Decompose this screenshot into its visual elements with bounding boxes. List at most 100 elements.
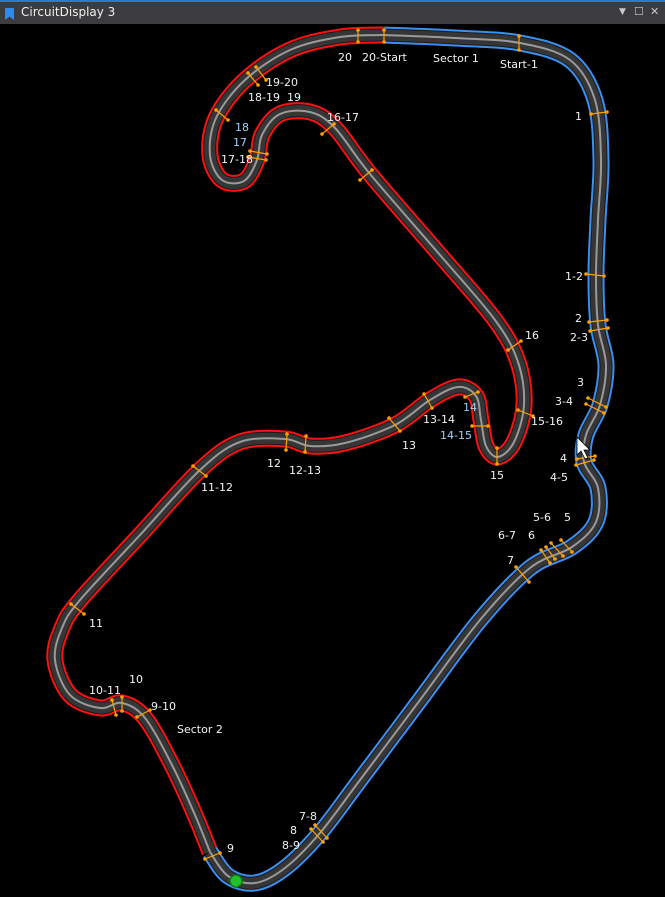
sector-marker (545, 546, 556, 560)
corner-label: 10-11 (89, 684, 121, 697)
sector-marker-end (313, 823, 317, 827)
sector-marker-end (486, 424, 490, 428)
sector-marker (585, 273, 605, 277)
sector-marker-end (574, 463, 578, 467)
sector-marker-end (332, 122, 336, 126)
sector-marker (310, 828, 324, 843)
corner-label: 12-13 (289, 464, 321, 477)
sector-marker (540, 549, 551, 564)
corner-label: 10 (129, 673, 143, 686)
sector-marker-end (309, 827, 313, 831)
sector-marker (589, 327, 609, 332)
sector-marker-end (204, 474, 208, 478)
sector-marker-end (358, 178, 362, 182)
sector-marker (517, 409, 534, 417)
corner-label: 15-16 (531, 415, 563, 428)
sector-marker (215, 109, 229, 121)
sector-marker-end (605, 318, 609, 322)
track-centerline (209, 34, 608, 885)
corner-label: 17 (233, 136, 247, 149)
sector-marker (587, 397, 607, 408)
sector-marker (560, 539, 573, 553)
sector-marker-end (548, 561, 552, 565)
sector-marker-end (203, 857, 207, 861)
corner-label: 13 (402, 439, 416, 452)
corner-label: 2-3 (570, 331, 588, 344)
maximize-icon[interactable]: ☐ (634, 5, 644, 18)
sector-marker-end (110, 698, 114, 702)
sector-marker-end (246, 71, 250, 75)
sector-marker-end (325, 836, 329, 840)
sector-marker-end (575, 457, 579, 461)
sector-marker-end (586, 396, 590, 400)
corner-label: 13-14 (423, 413, 455, 426)
sector-marker-end (248, 149, 252, 153)
sector-marker-end (303, 450, 307, 454)
corner-label: 4-5 (550, 471, 568, 484)
sector-marker-end (539, 548, 543, 552)
sector-marker-end (304, 434, 308, 438)
sector-marker (249, 150, 268, 155)
sector-marker (247, 156, 267, 161)
sector-marker (359, 169, 373, 181)
circuit-map: Sector 1 Sector 2 20 20-Start Start-1 1 … (46, 26, 615, 892)
corner-label: 17-18 (221, 153, 253, 166)
sector-marker-end (553, 557, 557, 561)
sector-marker-end (356, 40, 360, 44)
sector-marker (255, 66, 267, 81)
sector-marker-end (570, 550, 574, 554)
corner-label: 6-7 (498, 529, 516, 542)
sector-marker-end (430, 406, 434, 410)
sector-marker (321, 123, 335, 135)
sector-marker-end (226, 118, 230, 122)
corner-label: 5-6 (533, 511, 551, 524)
corner-label: 11-12 (201, 481, 233, 494)
sector-marker-end (463, 395, 467, 399)
sector-marker (575, 459, 595, 466)
sector-marker-end (606, 326, 610, 330)
sector-marker-end (517, 48, 521, 52)
sector-marker-end (265, 152, 269, 156)
window-titlebar: CircuitDisplay 3 ▼ ☐ ✕ (0, 0, 665, 24)
bookmark-icon (5, 8, 14, 20)
sector-marker-end (514, 565, 518, 569)
corner-label: 18-19 (248, 91, 280, 104)
sector-marker (192, 465, 207, 477)
corner-label: 1-2 (565, 270, 583, 283)
sector-marker-end (256, 83, 260, 87)
sector-marker-end (214, 108, 218, 112)
sector-label: Sector 1 (433, 52, 479, 65)
sector-marker-end (589, 112, 593, 116)
sector-marker-end (398, 429, 402, 433)
sector-marker-end (422, 392, 426, 396)
sector-marker-end (516, 408, 520, 412)
chevron-down-icon[interactable]: ▼ (619, 7, 626, 17)
sector-marker-end (588, 329, 592, 333)
sector-marker-end (285, 432, 289, 436)
corner-label: 19 (287, 91, 301, 104)
sector-marker (585, 403, 605, 414)
corner-label: 3-4 (555, 395, 573, 408)
sector-marker (515, 566, 530, 583)
close-icon[interactable]: ✕ (650, 5, 660, 18)
sector-marker-end (470, 424, 474, 428)
corner-label: 8-9 (282, 839, 300, 852)
sector-marker-end (517, 34, 521, 38)
sector-marker (247, 72, 259, 86)
corner-label: 14 (463, 401, 477, 414)
sector-marker-end (218, 851, 222, 855)
sector-marker-end (476, 390, 480, 394)
sector-marker-end (605, 110, 609, 114)
sector-marker (507, 340, 522, 351)
corner-label: 20 (338, 51, 352, 64)
sector-marker (204, 852, 221, 860)
car-position-dot[interactable] (229, 874, 243, 888)
corner-label: 9-10 (151, 700, 176, 713)
sector-marker-end (519, 339, 523, 343)
sector-marker (590, 111, 608, 115)
sector-marker-end (82, 612, 86, 616)
sector-marker-end (604, 405, 608, 409)
sector-marker (314, 824, 328, 839)
corner-label: 3 (577, 376, 584, 389)
sector-marker-end (584, 272, 588, 276)
